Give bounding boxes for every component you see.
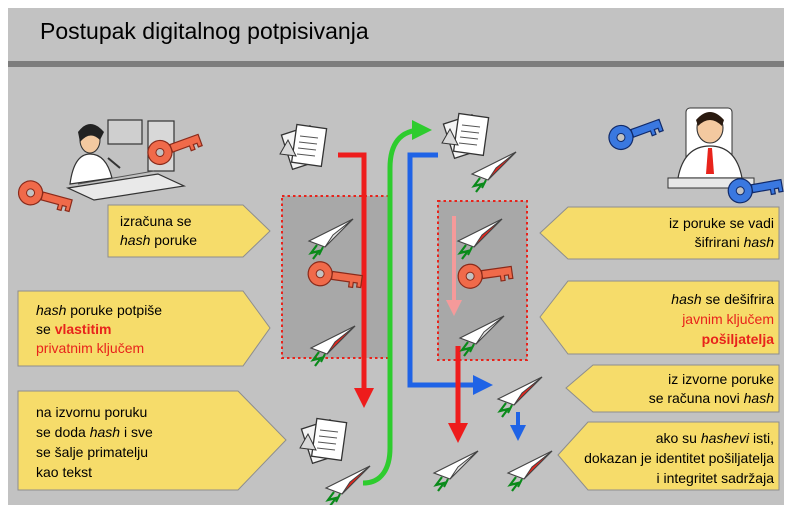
receiver-person-icon [667,107,755,189]
sender-red-arrow [338,152,374,408]
compare-hash-icon-2 [506,449,554,493]
slide: Postupak digitalnog potpisivanja [8,8,784,505]
callout-shape-left-2 [17,290,271,367]
received-message-icon [441,112,490,159]
callout-right-1: iz poruke se vadi šifrirani hash [668,215,774,250]
new-hash-icon [496,375,544,419]
callout-left-3: na izvornu poruku se doda hash i sve se … [36,404,153,480]
callout-left-1: izračuna se hash poruke [120,213,198,248]
private-key-icon-sender-2 [15,177,75,216]
original-message-icon [279,123,328,170]
transmission-green-arrow [362,120,432,486]
callout-shape-left-1 [107,204,271,258]
slide-title: Postupak digitalnog potpisivanja [40,18,369,44]
callout-shape-right-3 [565,364,780,413]
signed-hash-icon-attached [324,464,372,505]
receiver-blue-arrow [407,152,493,395]
callout-shape-left-3 [17,390,287,491]
diagram-canvas [15,107,784,505]
callout-shape-right-1 [539,206,780,260]
public-key-icon-receiver [604,111,666,154]
callout-right-3: iz izvorne poruke se računa novi hash [648,371,774,406]
callout-right-2: hash se dešifrira javnim ključem pošilja… [671,291,774,347]
callout-shape-right-4 [557,421,780,491]
title-underline [8,61,784,67]
callout-shape-right-2 [539,280,780,355]
compare-hash-icon-1 [432,449,480,493]
callout-right-4: ako su hashevi isti, dokazan je identite… [584,430,774,486]
callout-left-2: hash poruke potpiše se vlastitim privatn… [36,302,163,356]
signed-hash-icon-received [470,150,518,194]
signed-message-icon [299,417,348,464]
